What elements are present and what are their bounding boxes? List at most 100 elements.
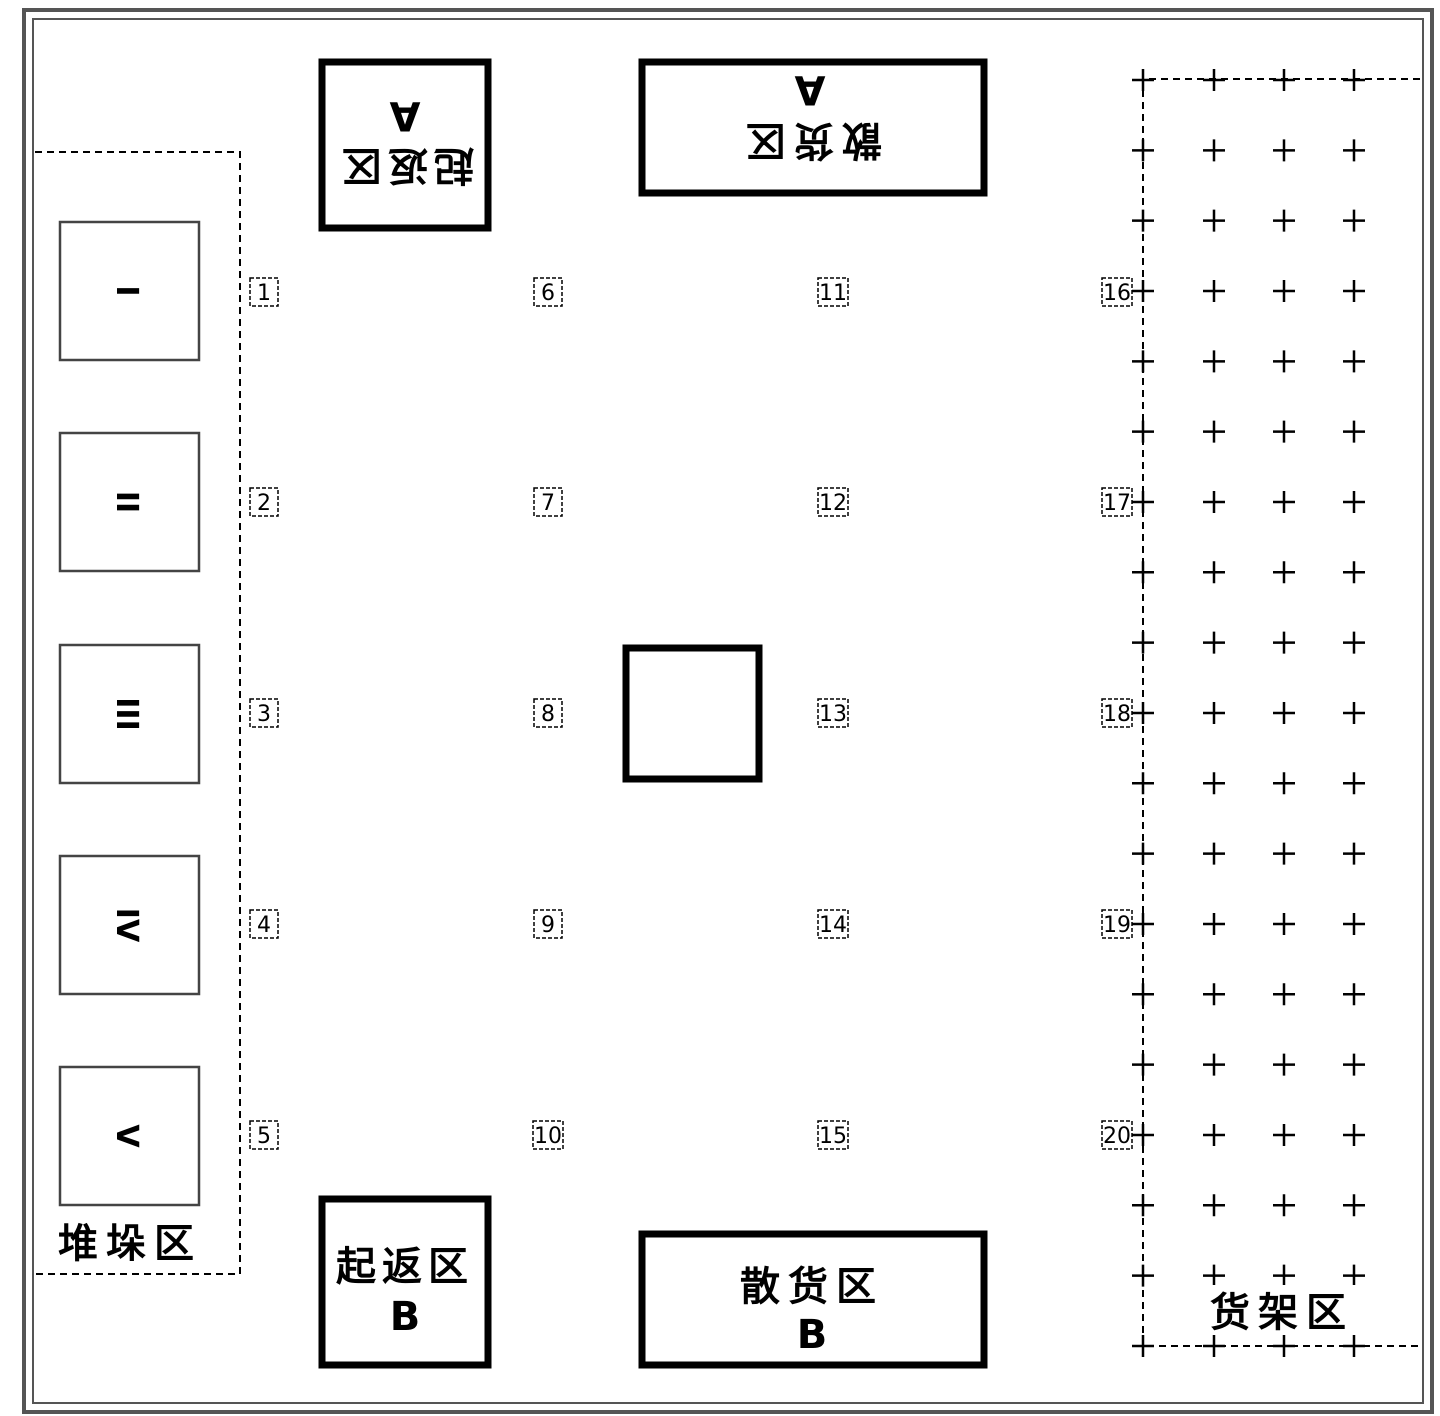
rack-post-icon bbox=[1132, 912, 1154, 935]
position-marker-label: 13 bbox=[819, 702, 847, 727]
position-marker bbox=[1101, 1120, 1133, 1150]
stack-zone-boundary bbox=[35, 151, 241, 1275]
rack-post-icon bbox=[1203, 631, 1225, 654]
position-marker bbox=[817, 909, 849, 939]
rack-post-icon bbox=[1132, 69, 1154, 91]
position-marker-label: 7 bbox=[541, 491, 555, 516]
rack-post-icon bbox=[1273, 420, 1295, 443]
rack-post-icon bbox=[1343, 1194, 1365, 1217]
position-marker bbox=[249, 277, 279, 307]
stack-bay-label: III bbox=[109, 697, 144, 731]
rack-post-icon bbox=[1343, 1334, 1365, 1357]
position-marker bbox=[817, 277, 849, 307]
rack-post-icon bbox=[1132, 350, 1154, 373]
position-marker-label: 5 bbox=[257, 1124, 271, 1149]
rack-post-icon bbox=[1132, 490, 1154, 513]
rack-post-icon bbox=[1343, 772, 1365, 795]
position-marker bbox=[1101, 698, 1133, 728]
position-marker-label: 15 bbox=[819, 1124, 847, 1149]
rack-zone-label: 货架区 bbox=[1210, 1290, 1354, 1336]
position-marker-label: 18 bbox=[1103, 702, 1131, 727]
rack-post-icon bbox=[1343, 842, 1365, 865]
rack-post-icon bbox=[1203, 279, 1225, 302]
position-marker bbox=[533, 487, 563, 517]
position-marker bbox=[532, 1120, 564, 1150]
rack-post-icon bbox=[1343, 701, 1365, 724]
rack-post-icon bbox=[1273, 490, 1295, 513]
bulk-zone-b-suffix: B bbox=[797, 1312, 828, 1358]
position-marker bbox=[533, 277, 563, 307]
rack-post-icon bbox=[1132, 983, 1154, 1006]
rack-post-icon bbox=[1273, 842, 1295, 865]
bulk-zone-a-suffix: A bbox=[794, 66, 825, 112]
rack-post-icon bbox=[1132, 279, 1154, 302]
inner-frame bbox=[32, 18, 1424, 1404]
bulk-zone-a-label: 散货区 bbox=[738, 117, 882, 163]
position-marker-label: 9 bbox=[541, 913, 555, 938]
rack-post-icon bbox=[1132, 1264, 1154, 1287]
rack-post-icon bbox=[1343, 209, 1365, 232]
rack-post-icon bbox=[1273, 631, 1295, 654]
rack-post-icon bbox=[1273, 69, 1295, 91]
rack-post-icon bbox=[1203, 350, 1225, 373]
rack-post-icon bbox=[1273, 209, 1295, 232]
return-zone-b bbox=[318, 1195, 492, 1369]
stack-bay bbox=[58, 854, 201, 996]
rack-post-icon bbox=[1273, 139, 1295, 162]
rack-post-icon bbox=[1132, 772, 1154, 795]
position-marker-label: 16 bbox=[1103, 281, 1131, 306]
rack-post-icon bbox=[1203, 1194, 1225, 1217]
rack-post-icon bbox=[1273, 1264, 1295, 1287]
rack-post-icon bbox=[1343, 279, 1365, 302]
return-zone-b-suffix: B bbox=[390, 1294, 421, 1340]
position-marker-label: 6 bbox=[541, 281, 555, 306]
bulk-zone-a bbox=[638, 58, 988, 197]
rack-post-icon bbox=[1343, 1123, 1365, 1146]
rack-post-icon bbox=[1132, 631, 1154, 654]
rack-post-icon bbox=[1132, 209, 1154, 232]
rack-post-icon bbox=[1343, 420, 1365, 443]
rack-post-icon bbox=[1343, 69, 1365, 91]
stack-bay-label: V bbox=[109, 1124, 144, 1148]
position-marker bbox=[1101, 909, 1133, 939]
outer-frame bbox=[22, 8, 1434, 1414]
rack-post-icon bbox=[1343, 561, 1365, 584]
position-marker-label: 19 bbox=[1103, 913, 1131, 938]
position-marker bbox=[249, 1120, 279, 1150]
central-block bbox=[622, 644, 763, 783]
rack-post-icon bbox=[1203, 912, 1225, 935]
stack-bay-label: I bbox=[109, 285, 144, 296]
rack-post-icon bbox=[1273, 701, 1295, 724]
rack-post-icon bbox=[1203, 701, 1225, 724]
rack-post-icon bbox=[1132, 139, 1154, 162]
position-marker-label: 8 bbox=[541, 702, 555, 727]
rack-post-icon bbox=[1203, 772, 1225, 795]
rack-post-icon bbox=[1273, 561, 1295, 584]
rack-post-icon bbox=[1273, 350, 1295, 373]
return-zone-a-label: 起返区 bbox=[336, 142, 474, 188]
position-marker bbox=[533, 698, 563, 728]
position-marker-label: 17 bbox=[1103, 491, 1131, 516]
rack-post-icon bbox=[1203, 209, 1225, 232]
rack-post-icon bbox=[1343, 490, 1365, 513]
rack-post-icon bbox=[1343, 350, 1365, 373]
rack-post-icon bbox=[1273, 1194, 1295, 1217]
bulk-zone-b-label: 散货区 bbox=[740, 1264, 884, 1310]
rack-post-icon bbox=[1203, 1334, 1225, 1357]
rack-post-icon bbox=[1203, 842, 1225, 865]
rack-post-icon bbox=[1203, 139, 1225, 162]
rack-post-icon bbox=[1203, 561, 1225, 584]
return-zone-b-label: 起返区 bbox=[336, 1244, 474, 1290]
position-marker bbox=[817, 1120, 849, 1150]
rack-post-icon bbox=[1132, 1123, 1154, 1146]
rack-post-icon bbox=[1203, 1053, 1225, 1076]
position-marker-label: 12 bbox=[819, 491, 847, 516]
rack-post-icon bbox=[1132, 1194, 1154, 1217]
rack-post-icon bbox=[1132, 1053, 1154, 1076]
stack-bay bbox=[58, 431, 201, 573]
position-marker bbox=[249, 698, 279, 728]
position-marker bbox=[1101, 277, 1133, 307]
position-marker bbox=[249, 487, 279, 517]
position-marker bbox=[817, 487, 849, 517]
